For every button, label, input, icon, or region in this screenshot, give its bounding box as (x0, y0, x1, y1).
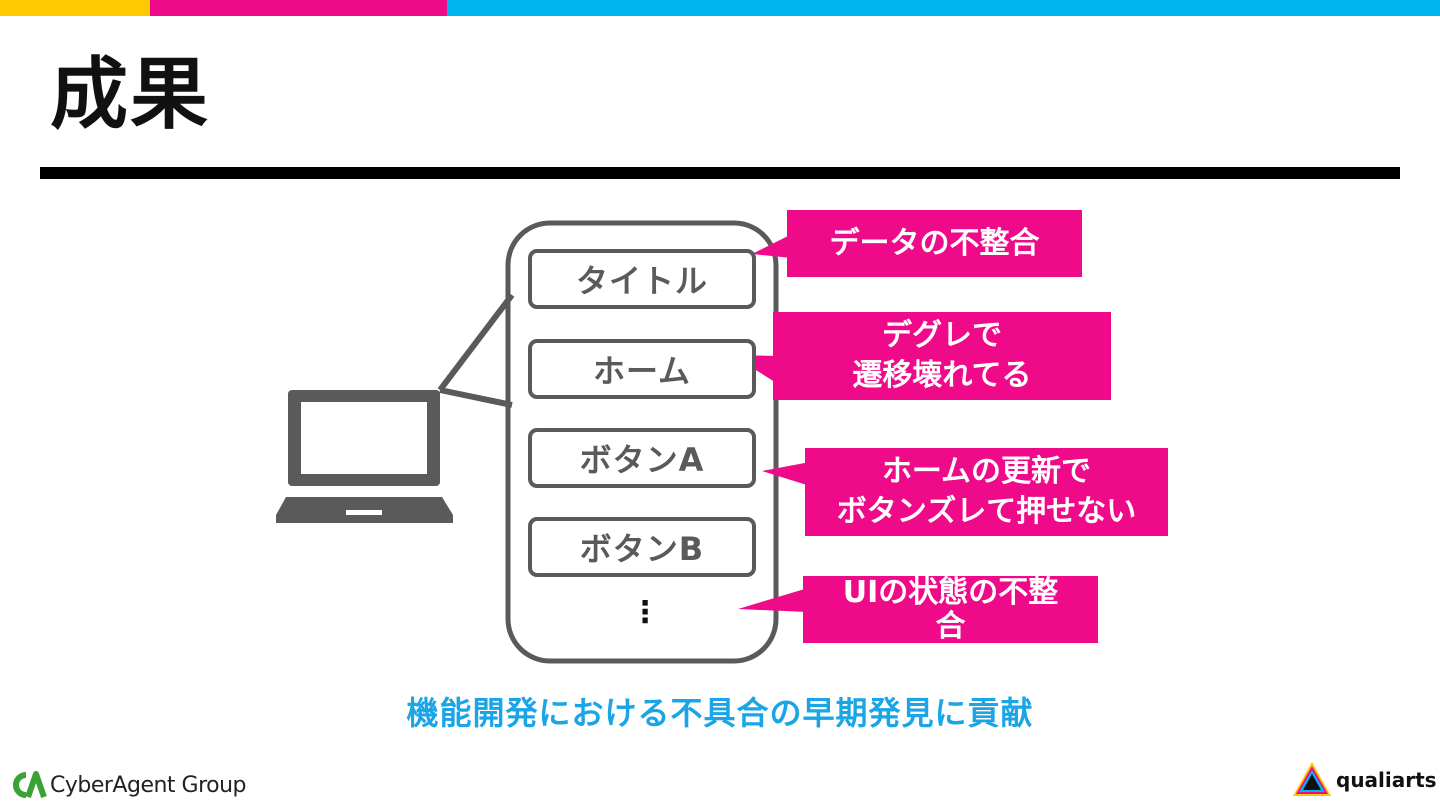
qualiarts-logo-icon (1293, 762, 1331, 796)
screen-item-button-a: ボタンA (528, 428, 756, 488)
callout-pointer-3 (762, 462, 810, 486)
screen-item-button-b: ボタンB (528, 517, 756, 577)
screen-item-home: ホーム (528, 339, 756, 399)
callout-ui-state: UIの状態の不整 合 (803, 576, 1098, 643)
cyberagent-logo-icon (13, 771, 47, 798)
qualiarts-logo: qualiarts (1290, 758, 1437, 802)
top-color-bar (0, 0, 1440, 16)
callout-regression-transition: デグレで 遷移壊れてる (773, 312, 1111, 400)
callout-data-inconsistency: データの不整合 (787, 210, 1082, 277)
screen-item-title: タイトル (528, 249, 756, 309)
callout-pointer-1 (752, 234, 792, 258)
conclusion-text: 機能開発における不具合の早期発見に貢献 (406, 694, 1034, 732)
top-bar-pink (150, 0, 447, 16)
callout-button-shift: ホームの更新で ボタンズレて押せない (805, 448, 1168, 536)
qualiarts-logo-text: qualiarts (1336, 768, 1437, 792)
title-divider (40, 167, 1400, 179)
cyberagent-logo: CyberAgent Group (12, 770, 247, 800)
callout-pointer-4 (738, 588, 808, 612)
top-bar-yellow (0, 0, 150, 16)
slide-title: 成果 (50, 50, 211, 140)
laptop-icon (276, 390, 453, 523)
cyberagent-logo-text: CyberAgent Group (50, 772, 247, 798)
top-bar-blue (447, 0, 1440, 16)
more-items-indicator: ⋮ (630, 595, 660, 630)
zoom-line-top (437, 293, 515, 392)
zoom-line-bottom (439, 387, 513, 408)
